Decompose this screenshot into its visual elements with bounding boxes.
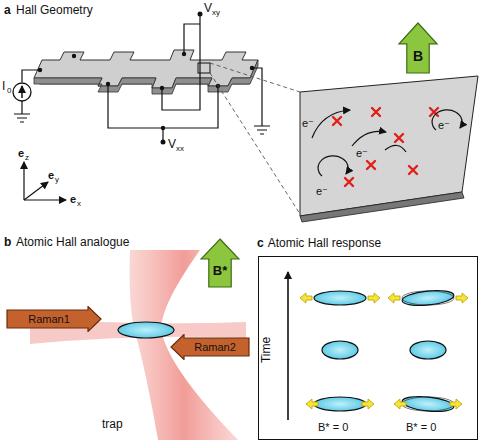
hall-response bbox=[288, 272, 468, 420]
text-label: xx bbox=[176, 145, 184, 153]
arrow-label: B bbox=[413, 49, 423, 63]
text-label: e⁻ bbox=[316, 186, 328, 197]
text-label: V bbox=[204, 2, 212, 14]
arrow-label: Raman1 bbox=[28, 314, 70, 325]
text-label: Atomic Hall analogue bbox=[16, 236, 129, 248]
block-arrow: B* bbox=[200, 238, 240, 288]
text-label: e⁻ bbox=[302, 118, 314, 129]
axis-label: Time bbox=[260, 337, 272, 363]
text-label: xy bbox=[212, 9, 220, 17]
block-arrow: Raman2 bbox=[170, 334, 250, 360]
text-label: e bbox=[48, 170, 54, 181]
panel-heading: Atomic Hall response bbox=[268, 237, 381, 249]
text-label: B* = 0 bbox=[318, 422, 348, 433]
text-label: trap bbox=[102, 418, 123, 430]
text-label: e⁻ bbox=[438, 120, 450, 131]
text-label: e bbox=[18, 148, 24, 159]
text-label: B* = 0 bbox=[406, 422, 436, 433]
text-label: y bbox=[55, 176, 59, 184]
arrow-label: B* bbox=[213, 264, 227, 277]
text-label: z bbox=[25, 154, 29, 162]
text-label: Hall Geometry bbox=[16, 4, 93, 16]
text-label: a bbox=[4, 4, 11, 16]
inset-zoom bbox=[210, 63, 478, 222]
text-label: 0 bbox=[7, 87, 11, 95]
arrow-shape bbox=[200, 238, 240, 288]
text-label: V bbox=[168, 138, 176, 150]
text-label: x bbox=[77, 200, 81, 208]
text-label: b bbox=[4, 236, 11, 248]
hall-bar bbox=[13, 12, 270, 201]
block-arrow: B bbox=[398, 22, 438, 74]
text-label: I bbox=[2, 80, 5, 92]
text-label: e⁻ bbox=[356, 148, 368, 159]
arrow-label: Raman2 bbox=[194, 342, 236, 353]
panel-heading: c bbox=[257, 237, 264, 249]
block-arrow: Raman1 bbox=[6, 306, 102, 332]
text-label: e bbox=[70, 194, 76, 205]
panel-box: cAtomic Hall response bbox=[258, 256, 478, 440]
